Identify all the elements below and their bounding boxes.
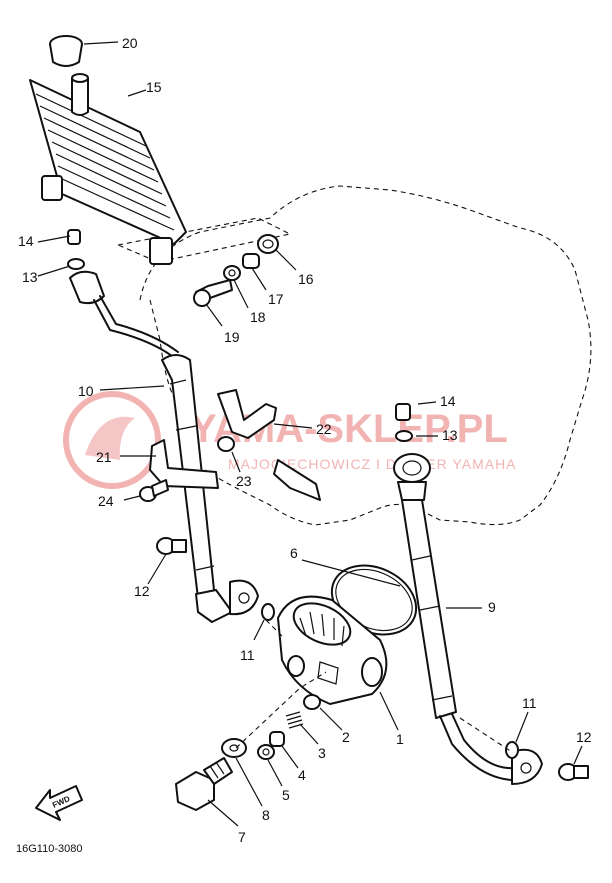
- callout-20: 20: [122, 35, 138, 51]
- bracket-22: [217, 389, 277, 439]
- drawing-code: 16G110-3080: [16, 843, 82, 855]
- callout-7: 7: [238, 829, 246, 845]
- o-ring-11-left: [261, 603, 275, 621]
- assembly-line-hose10: [265, 619, 283, 637]
- callout-13-right: 13: [442, 427, 458, 443]
- o-ring-13-left: [67, 258, 85, 270]
- mount-bracket-dashed: [116, 217, 292, 263]
- callout-5: 5: [282, 787, 290, 803]
- callout-2: 2: [342, 729, 350, 745]
- collar-17: [242, 253, 260, 269]
- clamp-21: [149, 439, 219, 489]
- bolt-24: [139, 479, 169, 502]
- callout-19: 19: [224, 329, 240, 345]
- leader-lines: [37, 41, 583, 827]
- callout-11-left: 11: [240, 647, 255, 663]
- callout-8: 8: [262, 807, 270, 823]
- callout-11-right: 11: [522, 695, 537, 711]
- plug-2: [303, 694, 321, 710]
- callout-15: 15: [146, 79, 162, 95]
- seal-16: [257, 234, 279, 254]
- callout-12-right: 12: [576, 729, 592, 745]
- callout-13-left: 13: [22, 269, 38, 285]
- callout-17: 17: [268, 291, 284, 307]
- callout-12-left: 12: [134, 583, 150, 599]
- filter-housing-1: [277, 595, 388, 705]
- bolt-12-right: [558, 763, 589, 781]
- callout-21: 21: [96, 449, 112, 465]
- engine-outline: [139, 185, 592, 526]
- watermark-logo: [63, 391, 161, 489]
- oil-hose-9: [393, 453, 543, 785]
- callout-14-right: 14: [440, 393, 456, 409]
- bolt-19: [193, 279, 233, 307]
- callout-24: 24: [98, 493, 114, 509]
- callout-4: 4: [298, 767, 306, 783]
- washer-8: [221, 738, 247, 758]
- union-bolt-7: [175, 757, 233, 811]
- spring-3: [285, 711, 304, 729]
- union-bolt-14-right: [395, 403, 411, 421]
- collar-4: [269, 731, 285, 747]
- o-ring-13-right: [395, 430, 413, 442]
- fastener-plate: [273, 459, 321, 501]
- watermark-subtext: MAJOCIECHOWICZ I DEALER YAMAHA: [228, 456, 517, 472]
- callout-labels: 20 15 14 13 16 17 18 19 10 14 13 22 23 2…: [18, 35, 592, 845]
- union-bolt-14-left: [67, 229, 81, 245]
- engine-outline-inner: [149, 299, 176, 401]
- collar-23: [217, 436, 235, 452]
- callout-10: 10: [78, 383, 94, 399]
- callout-1: 1: [396, 731, 404, 747]
- bolt-12-left: [156, 537, 187, 555]
- watermark-logo-mark: [85, 416, 135, 460]
- washer-5: [257, 744, 275, 760]
- callout-18: 18: [250, 309, 266, 325]
- callout-23: 23: [236, 473, 252, 489]
- cap-20: [49, 35, 83, 67]
- callout-9: 9: [488, 599, 496, 615]
- forward-arrow: FWD: [35, 785, 83, 821]
- o-ring-11-right: [505, 741, 519, 759]
- washer-18: [223, 265, 241, 281]
- callout-16: 16: [298, 271, 314, 287]
- callout-6: 6: [290, 545, 298, 561]
- assembly-line-filter: [235, 671, 327, 749]
- callout-14-left: 14: [18, 233, 34, 249]
- oil-cooler-15: [29, 73, 187, 265]
- callout-22: 22: [316, 421, 332, 437]
- callout-3: 3: [318, 745, 326, 761]
- assembly-line-hose9: [459, 717, 513, 753]
